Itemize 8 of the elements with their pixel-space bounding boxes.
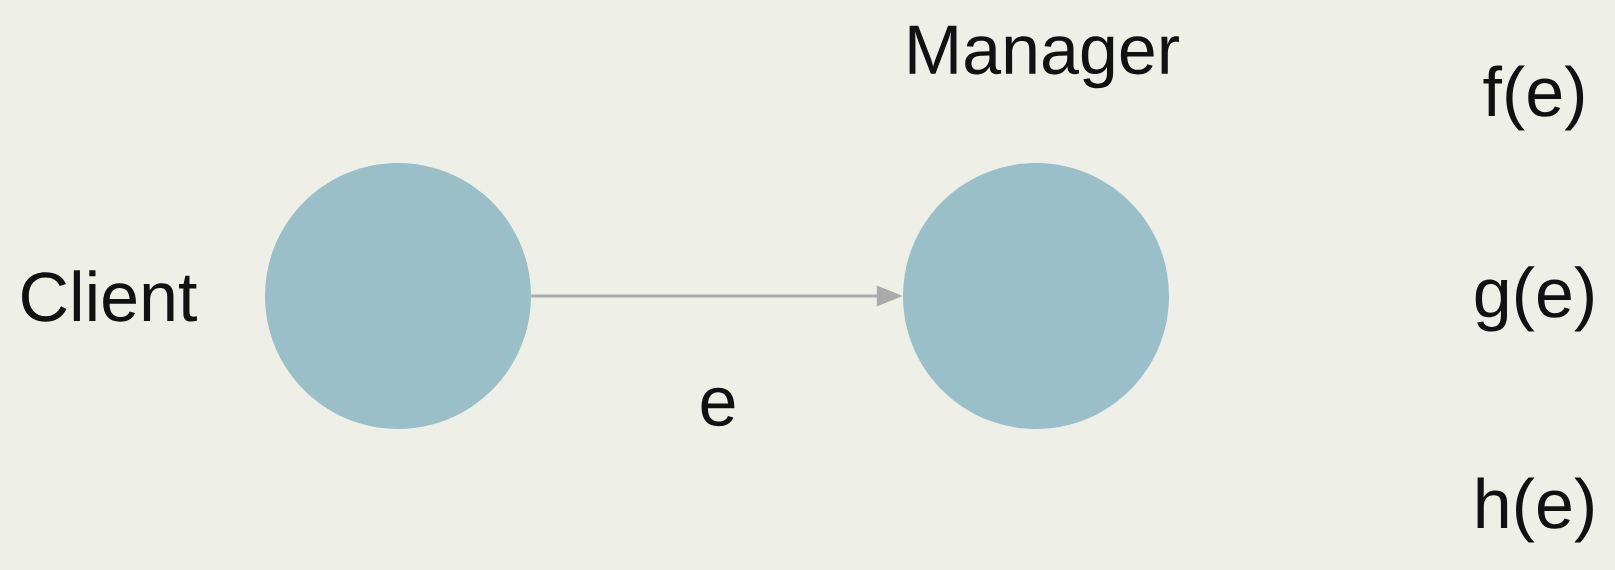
node-label: Manager [909,25,1179,89]
function-label: h(e) [1477,477,1593,543]
function-label: g(e) [1475,266,1593,332]
edge-label: e [696,385,740,429]
circle-node: Client [22,163,531,429]
function-label: f(e) [1483,65,1584,131]
circle-node: Manager [903,25,1179,429]
node-label: Client [22,270,197,322]
